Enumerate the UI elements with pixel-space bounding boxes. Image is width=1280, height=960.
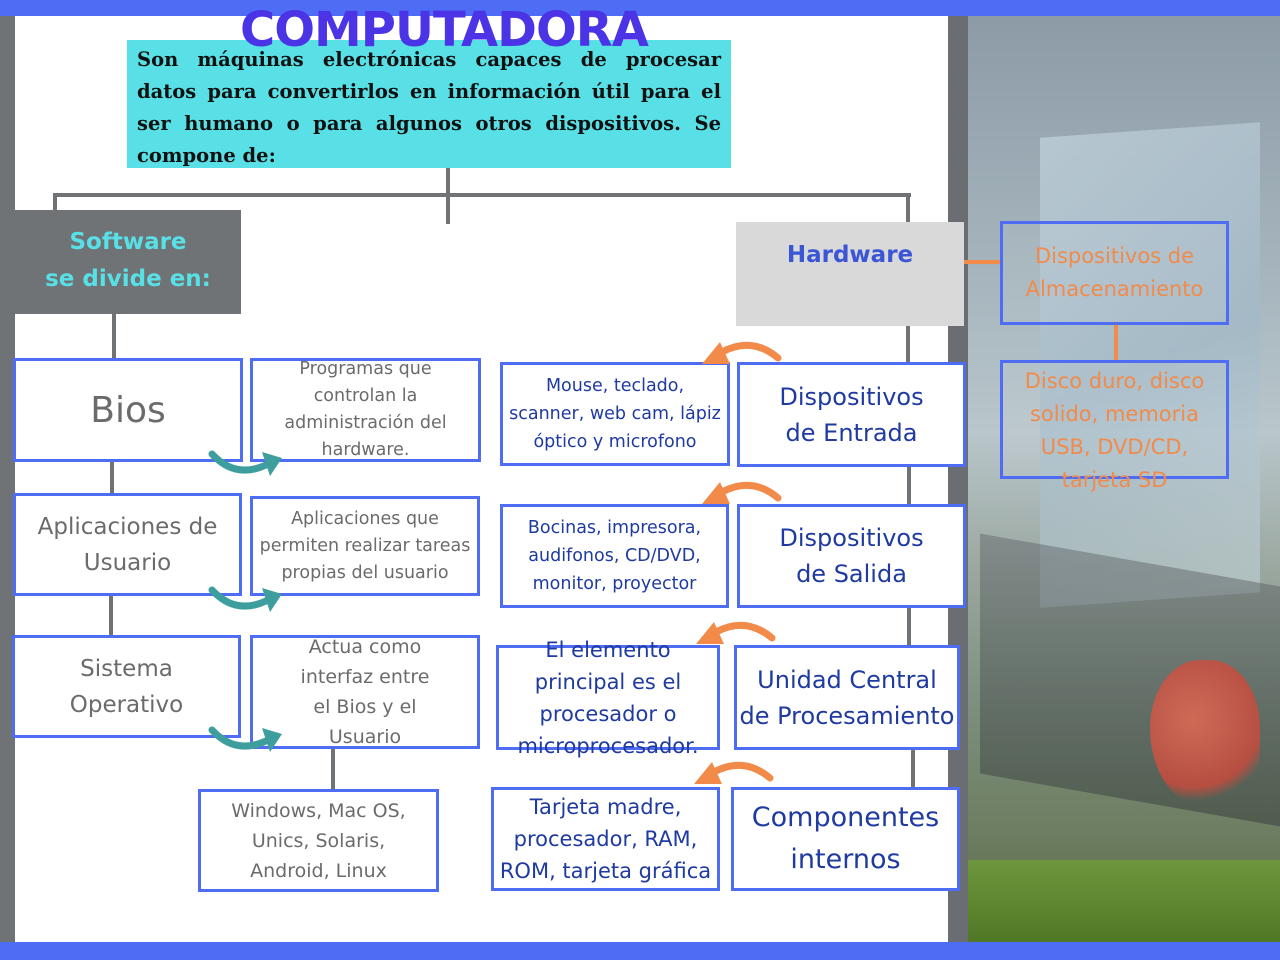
hardware-heading: Hardware xyxy=(736,222,964,326)
connector-line xyxy=(110,460,114,494)
bios-box: Bios xyxy=(13,358,243,462)
cpu-description-box: El elemento principal es el procesador o… xyxy=(496,638,720,758)
os-box: Sistema Operativo xyxy=(12,635,241,738)
connector-line xyxy=(53,193,911,197)
connector-line xyxy=(112,314,116,360)
orange-arrow-icon xyxy=(696,621,776,644)
internal-components-label: Componentes internos xyxy=(751,802,940,875)
connector-line xyxy=(906,193,910,223)
orange-arrow-icon xyxy=(694,761,774,784)
input-devices-description-box: Mouse, teclado, scanner, web cam, lápiz … xyxy=(500,362,730,466)
connector-line xyxy=(53,193,57,213)
photo-butterfly xyxy=(1150,660,1260,810)
left-strip xyxy=(0,16,15,942)
output-devices-description-box: Bocinas, impresora, audifonos, CD/DVD, m… xyxy=(500,504,729,608)
os-examples-box: Windows, Mac OS, Unics, Solaris, Android… xyxy=(198,789,439,892)
software-heading-sublabel: se divide en: xyxy=(45,266,211,292)
bios-description-box: Programas que controlan la administració… xyxy=(250,358,481,462)
user-apps-description-box: Aplicaciones que permiten realizar tarea… xyxy=(250,496,480,596)
software-heading-label: Software xyxy=(69,229,187,255)
storage-devices-description-box: Disco duro, disco solido, memoria USB, D… xyxy=(1000,360,1229,492)
user-apps-label: Aplicaciones de Usuario xyxy=(37,513,218,576)
output-devices-box: Dispositivos de Salida xyxy=(737,504,966,608)
bios-label: Bios xyxy=(90,389,166,431)
bottom-band xyxy=(0,942,1280,960)
bios-description: Programas que controlan la administració… xyxy=(284,359,447,460)
output-devices-description: Bocinas, impresora, audifonos, CD/DVD, m… xyxy=(527,518,702,594)
storage-devices-description: Disco duro, disco solido, memoria USB, D… xyxy=(1024,369,1205,492)
input-devices-box: Dispositivos de Entrada xyxy=(737,362,966,467)
connector-line-orange xyxy=(964,260,1000,264)
os-description-box: Actua como interfaz entre el Bios y el U… xyxy=(250,635,480,749)
intro-text: Son máquinas electrónicas capaces de pro… xyxy=(127,40,731,168)
os-description: Actua como interfaz entre el Bios y el U… xyxy=(300,636,430,748)
storage-devices-box: Dispositivos de Almacenamiento xyxy=(1000,221,1229,325)
os-examples: Windows, Mac OS, Unics, Solaris, Android… xyxy=(231,799,406,882)
cpu-label: Unidad Central de Procesamiento xyxy=(739,665,955,730)
storage-devices-label: Dispositivos de Almacenamiento xyxy=(1025,244,1204,301)
cpu-description: El elemento principal es el procesador o… xyxy=(517,637,699,758)
connector-line xyxy=(907,466,911,506)
page-title: COMPUTADORA xyxy=(240,2,649,58)
connector-line xyxy=(911,750,915,790)
teal-arrow-icon xyxy=(208,450,282,476)
user-apps-description: Aplicaciones que permiten realizar tarea… xyxy=(259,508,471,583)
internal-components-box: Componentes internos xyxy=(731,787,960,891)
input-devices-label: Dispositivos de Entrada xyxy=(779,382,924,447)
user-apps-box: Aplicaciones de Usuario xyxy=(13,493,242,596)
teal-arrow-icon xyxy=(208,726,282,752)
connector-line xyxy=(109,596,113,636)
software-heading: Software se divide en: xyxy=(15,210,241,314)
photo-grass xyxy=(948,860,1280,942)
cpu-box: Unidad Central de Procesamiento xyxy=(734,645,960,750)
connector-line xyxy=(907,608,911,648)
internal-components-description: Tarjeta madre, procesador, RAM, ROM, tar… xyxy=(499,795,712,883)
connector-line xyxy=(331,748,335,790)
os-label: Sistema Operativo xyxy=(69,655,184,718)
input-devices-description: Mouse, teclado, scanner, web cam, lápiz … xyxy=(509,376,721,452)
internal-components-description-box: Tarjeta madre, procesador, RAM, ROM, tar… xyxy=(491,787,720,891)
output-devices-label: Dispositivos de Salida xyxy=(779,524,924,588)
teal-arrow-icon xyxy=(208,586,282,612)
top-band xyxy=(0,0,1280,16)
orange-arrow-icon xyxy=(702,481,782,504)
connector-line xyxy=(906,326,910,364)
connector-line-orange xyxy=(1114,324,1118,362)
orange-arrow-icon xyxy=(702,341,782,364)
